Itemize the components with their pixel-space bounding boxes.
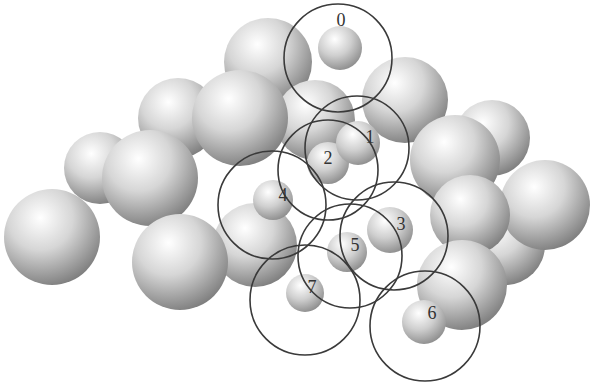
- adsorbate-sphere: [336, 121, 380, 165]
- callout-number: 6: [428, 304, 437, 322]
- site-circle: [218, 151, 326, 259]
- adsorbate-spheres: [253, 26, 446, 344]
- atom-sphere: [102, 130, 198, 226]
- site-outlines: [218, 4, 480, 381]
- callout-number: 0: [337, 11, 346, 29]
- adsorbate-sphere: [253, 180, 293, 220]
- atom-sphere: [132, 214, 228, 310]
- site-circle: [305, 96, 409, 200]
- site-circle: [284, 4, 392, 112]
- site-circle: [340, 182, 448, 290]
- site-circle: [250, 245, 360, 355]
- callout-number: 3: [397, 215, 406, 233]
- callout-number: 5: [351, 236, 360, 254]
- callout-number: 4: [279, 186, 288, 204]
- site-circle: [298, 204, 402, 308]
- adsorbate-sphere: [402, 300, 446, 344]
- adsorbate-sphere: [286, 274, 324, 312]
- adsorbate-sphere: [367, 207, 413, 253]
- atom-sphere: [4, 189, 100, 285]
- adsorbate-sphere: [318, 26, 362, 70]
- callout-number: 1: [366, 128, 375, 146]
- callout-number: 7: [308, 278, 317, 296]
- site-circle: [370, 271, 480, 381]
- callout-number: 2: [324, 149, 333, 167]
- substrate-spheres: [4, 18, 590, 330]
- atom-sphere: [500, 160, 590, 250]
